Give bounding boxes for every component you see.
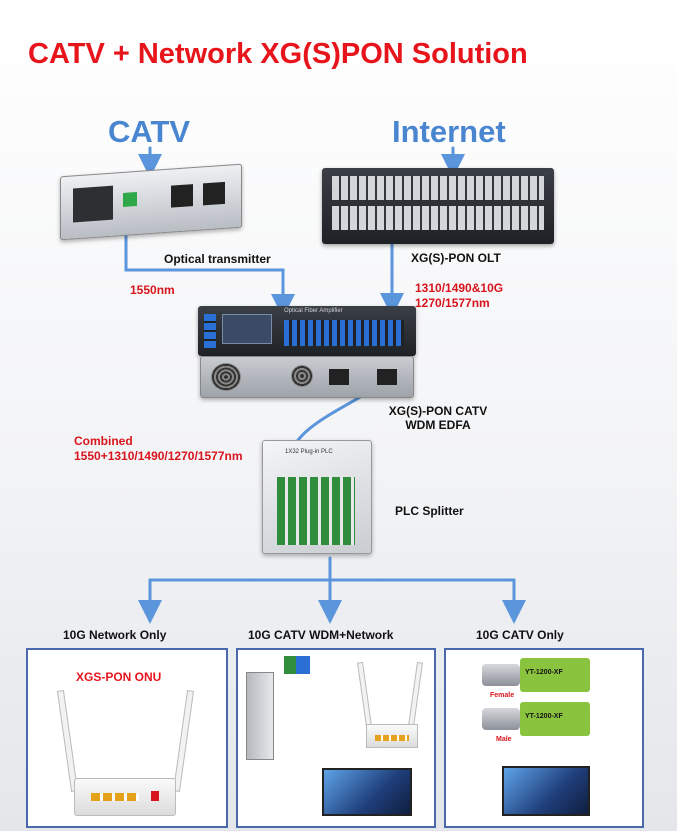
catv-wavelength-label: 1550nm [130, 283, 175, 297]
rear-socket-icon [329, 369, 349, 385]
wdm-tv-screen [322, 768, 412, 816]
edfa-rear-panel [200, 356, 414, 398]
transmitter-led [123, 191, 137, 207]
wdm-router-body [366, 724, 418, 748]
output-title-catv-only: 10G CATV Only [476, 628, 564, 642]
onu-antenna-right [172, 690, 195, 792]
edfa-label: XG(S)-PON CATV WDM EDFA [388, 404, 488, 432]
power-socket-icon [171, 184, 193, 208]
male-adapter-metal [482, 708, 520, 730]
plc-splitter-device: 1X32 Plug-in PLC [262, 440, 372, 554]
onu-router-body [74, 778, 176, 816]
olt-device [322, 168, 554, 244]
catv-tv-screen [502, 766, 590, 816]
output-title-catv-wdm-network: 10G CATV WDM+Network [248, 628, 394, 642]
optical-transmitter-label: Optical transmitter [164, 252, 271, 266]
plc-splitter-label: PLC Splitter [395, 504, 464, 518]
wdm-fiber-adapter-blue [296, 656, 310, 674]
edfa-label-line2: WDM EDFA [405, 418, 471, 432]
catv-source-label: CATV [108, 114, 191, 149]
edfa-button-column [204, 314, 216, 348]
fan-icon-2 [291, 365, 313, 387]
female-label: Female [490, 692, 515, 699]
output-title-network-only: 10G Network Only [63, 628, 167, 642]
onu-power-port [151, 791, 159, 801]
onu-antenna-left [56, 690, 79, 792]
internet-source-label: Internet [392, 114, 506, 149]
edfa-port-row [284, 320, 404, 346]
transmitter-to-edfa-arrow [124, 234, 295, 318]
onu-lan-ports [91, 793, 139, 801]
male-adapter-body: YT-1200-XF [520, 702, 590, 736]
olt-port-row-1 [332, 176, 544, 200]
female-adapter-label: YT-1200-XF [525, 669, 563, 676]
wdm-router-lan-ports [375, 735, 409, 741]
male-adapter-label: YT-1200-XF [525, 713, 563, 720]
rear-socket-icon-2 [377, 369, 397, 385]
olt-port-row-2 [332, 206, 544, 230]
page-title: CATV + Network XG(S)PON Solution [28, 38, 528, 70]
edfa-label-line1: XG(S)-PON CATV [388, 404, 488, 418]
panel-catv-wdm-network [236, 648, 436, 828]
optical-transmitter-device [60, 163, 242, 241]
splitter-panel-text: 1X32 Plug-in PLC [285, 449, 333, 455]
edfa-display [222, 314, 272, 344]
onu-label: XGS-PON ONU [76, 670, 162, 684]
transmitter-port-panel [73, 185, 113, 223]
wdm-node-device [246, 672, 274, 760]
splitter-adapter-grid [277, 477, 355, 545]
olt-wavelength-line1: 1310/1490&10G [415, 281, 504, 295]
edfa-device: Optical Fiber Amplifier [198, 306, 416, 356]
female-adapter-body: YT-1200-XF [520, 658, 590, 692]
combined-label-line2: 1550+1310/1490/1270/1577nm [74, 449, 243, 463]
fan-icon [211, 363, 241, 391]
female-adapter-metal [482, 664, 520, 686]
male-label: Male [496, 736, 512, 743]
olt-wavelength-line2: 1270/1577nm [415, 296, 490, 310]
edfa-panel-text: Optical Fiber Amplifier [284, 308, 343, 314]
olt-label: XG(S)-PON OLT [411, 251, 501, 265]
power-socket-icon-2 [203, 181, 225, 206]
combined-label-line1: Combined [74, 434, 133, 448]
panel-catv-only: YT-1200-XF Female YT-1200-XF Male [444, 648, 644, 828]
panel-network-only: XGS-PON ONU [26, 648, 228, 828]
